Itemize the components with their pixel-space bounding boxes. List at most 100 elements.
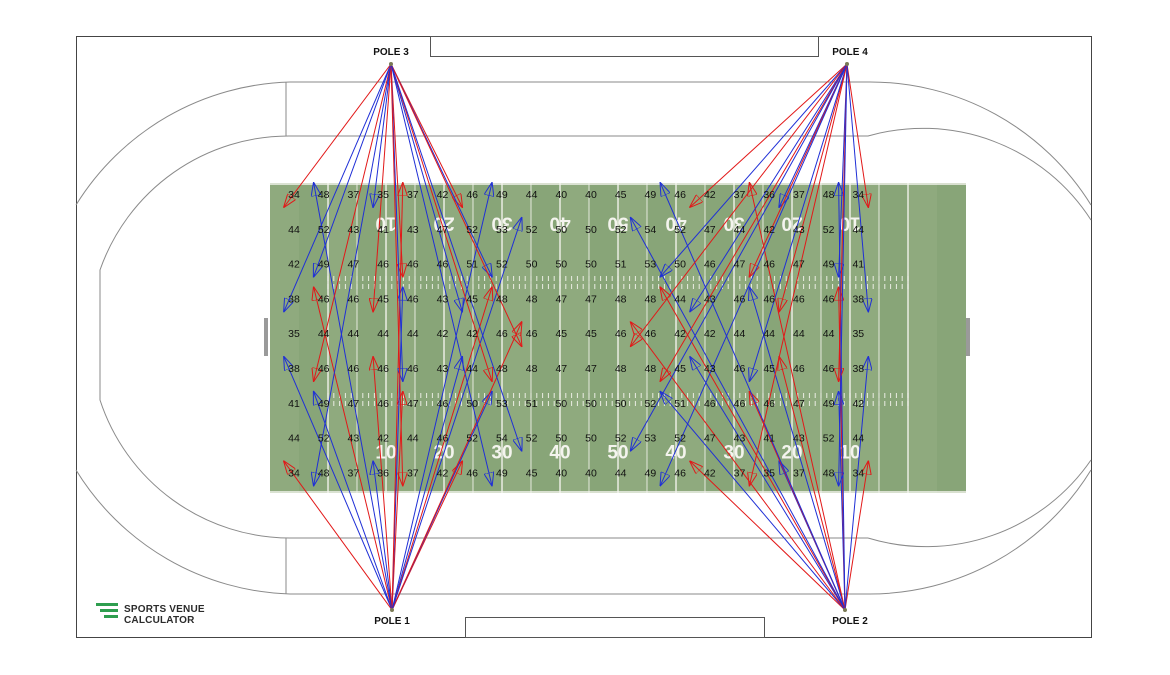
lux-value: 48 [823, 189, 835, 201]
lux-value: 46 [407, 259, 419, 271]
lux-value: 34 [852, 467, 864, 479]
lux-value: 46 [437, 433, 449, 445]
lux-value: 46 [615, 328, 627, 340]
lux-value: 43 [437, 363, 449, 375]
lux-value: 47 [704, 224, 716, 236]
lux-value: 52 [674, 224, 686, 236]
lux-value: 44 [526, 189, 538, 201]
lux-value: 45 [377, 293, 389, 305]
lux-value: 53 [496, 224, 508, 236]
lux-value: 43 [407, 224, 419, 236]
lux-value: 44 [466, 363, 478, 375]
yard-number-top: 30 [491, 213, 512, 234]
lux-value: 47 [437, 224, 449, 236]
pole3-beam [314, 63, 392, 485]
lux-value: 46 [734, 293, 746, 305]
lux-value: 50 [585, 224, 597, 236]
pole2-beam [660, 183, 846, 611]
lux-value: 44 [852, 433, 864, 445]
lux-value: 36 [377, 467, 389, 479]
lux-value: 49 [496, 189, 508, 201]
pole2-beam [690, 357, 846, 611]
pole2-beam [750, 183, 846, 611]
right-goal-post [966, 318, 970, 356]
lux-value: 38 [288, 293, 300, 305]
lux-value: 50 [555, 398, 567, 410]
lux-value: 46 [466, 189, 478, 201]
lux-value: 46 [377, 398, 389, 410]
pole3-beam [390, 63, 403, 277]
pole3-beam [314, 63, 392, 381]
lux-value: 49 [318, 398, 330, 410]
lux-value: 40 [555, 467, 567, 479]
lux-value: 52 [823, 433, 835, 445]
lux-value: 46 [704, 398, 716, 410]
pole4-beam [690, 63, 848, 207]
pole2-beam [844, 461, 868, 611]
lux-value: 50 [674, 259, 686, 271]
lux-value: 44 [674, 293, 686, 305]
turf-stripe [937, 183, 966, 493]
lux-value: 50 [526, 259, 538, 271]
lux-value: 44 [734, 328, 746, 340]
pole4-beam [631, 63, 848, 451]
lux-value: 48 [645, 293, 657, 305]
turf-stripe [821, 183, 850, 493]
lux-value: 44 [763, 328, 775, 340]
lux-value: 34 [288, 189, 300, 201]
lux-value: 36 [763, 189, 775, 201]
pole4-beam [750, 63, 848, 485]
lux-value: 47 [348, 398, 360, 410]
pole1-beam [314, 183, 393, 611]
lux-value: 40 [555, 189, 567, 201]
pole3-beam [390, 63, 462, 207]
lux-value: 52 [318, 433, 330, 445]
lux-value: 52 [615, 433, 627, 445]
lux-value: 44 [407, 328, 419, 340]
pole3-beam [284, 63, 392, 207]
lux-value: 42 [437, 328, 449, 340]
pole3-beam [284, 63, 392, 311]
lux-value: 35 [377, 189, 389, 201]
pole1-label: POLE 1 [374, 616, 410, 627]
yard-number-bottom: 10 [839, 443, 860, 464]
pole2-beam [631, 218, 846, 611]
lux-value: 46 [734, 363, 746, 375]
yard-number-top: 20 [781, 213, 802, 234]
lux-value: 42 [437, 467, 449, 479]
lux-value: 44 [318, 328, 330, 340]
lux-value: 40 [585, 189, 597, 201]
pole4-beam [660, 63, 848, 485]
lux-value: 37 [793, 467, 805, 479]
pole4-marker [845, 62, 849, 66]
pole1-beam [391, 183, 403, 611]
lux-value: 37 [734, 189, 746, 201]
lux-value: 50 [585, 259, 597, 271]
pole2-beam [779, 357, 846, 611]
pole3-beam [390, 63, 522, 346]
turf-stripe [589, 183, 618, 493]
pole3-beam [390, 63, 403, 485]
lux-value: 49 [496, 467, 508, 479]
lux-value: 41 [763, 433, 775, 445]
lux-value: 42 [674, 328, 686, 340]
pole1-beam [373, 461, 393, 611]
lux-value: 50 [555, 224, 567, 236]
lux-value: 46 [704, 259, 716, 271]
pole3-beam [314, 63, 392, 277]
pole3-beam [373, 63, 392, 207]
lux-value: 52 [496, 259, 508, 271]
lux-value: 45 [526, 467, 538, 479]
lux-value: 48 [615, 293, 627, 305]
lux-value: 48 [526, 363, 538, 375]
lux-value: 52 [526, 224, 538, 236]
lux-value: 42 [288, 259, 300, 271]
lux-value: 34 [852, 189, 864, 201]
lux-value: 38 [852, 363, 864, 375]
lux-value: 44 [793, 328, 805, 340]
turf-stripe [879, 183, 908, 493]
lux-value: 34 [288, 467, 300, 479]
lux-value: 50 [555, 259, 567, 271]
